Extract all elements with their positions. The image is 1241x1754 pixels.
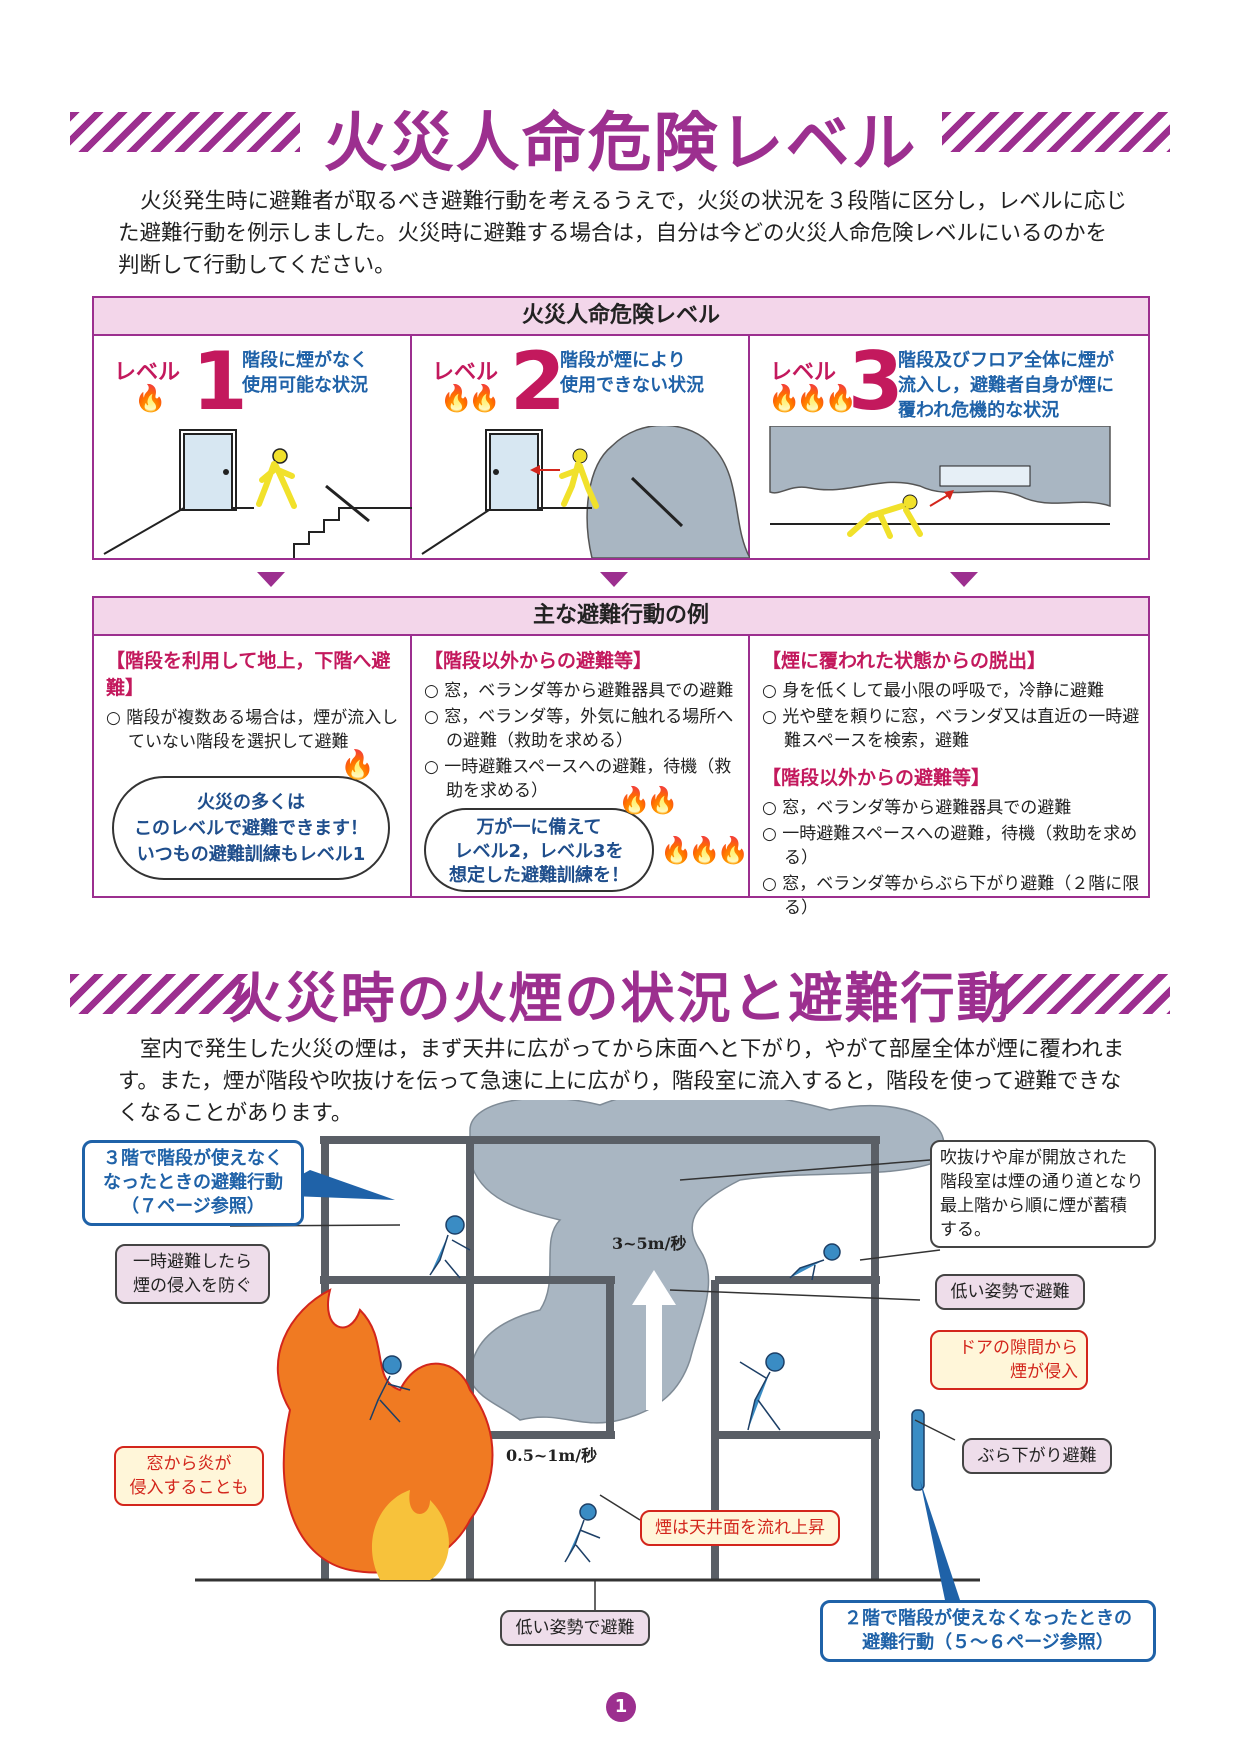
level-2-illustration bbox=[421, 426, 750, 558]
section1-intro: 火災発生時に避難者が取るべき避難行動を考えるうえで，火災の状況を３段階に区分し，… bbox=[118, 189, 1127, 278]
actions-panel-title: 主な避難行動の例 bbox=[94, 598, 1148, 636]
action-item: ○ 光や壁を頼りに窓，ベランダ又は直近の一時避難スペースを検索，避難 bbox=[762, 707, 1140, 751]
action-item: ○ 一時避難スペースへの避難，待機（救助を求める） bbox=[424, 757, 732, 801]
actions-level-3: 【煙に覆われた状態からの脱出】 ○ 身を低くして最小限の呼吸で，冷静に避難 ○ … bbox=[750, 636, 1148, 918]
flame-icon: 🔥🔥🔥 bbox=[660, 836, 749, 866]
section1-header: 火災人命危険レベル bbox=[0, 88, 1241, 181]
section2-header: 火災時の火煙の状況と避難行動 bbox=[0, 950, 1241, 1040]
callout-floor2: ２階で階段が使えなくなったときの 避難行動（５～６ページ参照） bbox=[820, 1600, 1156, 1662]
header-stripes-right bbox=[942, 112, 1170, 152]
callout-stairwell: 吹抜けや扉が開放された 階段室は煙の通り道となり 最上階から順に煙が蓄積 する。 bbox=[930, 1140, 1156, 1248]
level-panel: 火災人命危険レベル レベル 1 🔥 階段に煙がなく 使用可能な状況 bbox=[92, 296, 1150, 560]
action-item: ○ 窓，ベランダ等から避難器具での避難 bbox=[424, 681, 734, 701]
callout-door-gap: ドアの隙間から 煙が侵入 bbox=[930, 1330, 1088, 1390]
header-stripes-left bbox=[70, 112, 300, 152]
action-item: ○ 窓，ベランダ等，外気に触れる場所への避難（救助を求める） bbox=[424, 707, 734, 751]
flame-icon: 🔥🔥 bbox=[440, 384, 501, 414]
down-arrow bbox=[950, 572, 978, 587]
level-3-desc: 階段及びフロア全体に煙が 流入し，避難者自身が煙に 覆われ危機的な状況 bbox=[898, 350, 1114, 421]
speed-vertical-label: 3~5m/秒 bbox=[612, 1234, 687, 1253]
actions-panel: 主な避難行動の例 【階段を利用して地上，下階へ避難】 ○ 階段が複数ある場合は，… bbox=[92, 596, 1150, 918]
speech-bubble-level23: 万が一に備えて レベル2，レベル3を 想定した避難訓練を！ bbox=[424, 808, 654, 892]
action-heading: 【階段を利用して地上，下階へ避難】 bbox=[106, 650, 391, 699]
level-3-column: レベル 3 🔥🔥🔥 階段及びフロア全体に煙が 流入し，避難者自身が煙に 覆われ危… bbox=[750, 336, 1148, 558]
header-stripes-right bbox=[990, 974, 1170, 1014]
level-2-desc: 階段が煙により 使用できない状況 bbox=[560, 350, 704, 396]
level-1-desc: 階段に煙がなく 使用可能な状況 bbox=[242, 350, 368, 396]
speech-bubble-level1: 火災の多くは このレベルで避難できます！ いつもの避難訓練もレベル1 bbox=[112, 776, 390, 880]
action-item: ○ 一時避難スペースへの避難，待機（救助を求める） bbox=[762, 824, 1138, 868]
level-3-illustration bbox=[769, 426, 1111, 539]
down-arrow bbox=[600, 572, 628, 587]
action-heading: 【煙に覆われた状態からの脱出】 bbox=[762, 650, 1047, 672]
down-arrow bbox=[257, 572, 285, 587]
flame-icon: 🔥🔥🔥 bbox=[768, 384, 857, 414]
action-heading: 【階段以外からの避難等】 bbox=[424, 650, 653, 672]
callout-low-posture-top: 低い姿勢で避難 bbox=[935, 1274, 1085, 1310]
action-item: ○ 身を低くして最小限の呼吸で，冷静に避難 bbox=[762, 681, 1105, 701]
callout-hang-escape: ぶら下がり避難 bbox=[962, 1438, 1112, 1474]
callout-low-posture-bottom: 低い姿勢で避難 bbox=[500, 1610, 650, 1646]
level-2-column: レベル 2 🔥🔥 階段が煙により 使用できない状況 bbox=[412, 336, 750, 558]
callout-floor3: ３階で階段が使えなく なったときの避難行動 （７ページ参照） bbox=[82, 1140, 304, 1226]
callout-window-flame: 窓から炎が 侵入することも bbox=[114, 1446, 264, 1506]
level-1-column: レベル 1 🔥 階段に煙がなく 使用可能な状況 bbox=[94, 336, 412, 558]
action-item: ○ 窓，ベランダ等から避難器具での避難 bbox=[762, 798, 1072, 818]
section2-title: 火災時の火煙の状況と避難行動 bbox=[228, 967, 1013, 1030]
actions-level-2: 【階段以外からの避難等】 ○ 窓，ベランダ等から避難器具での避難 ○ 窓，ベラン… bbox=[412, 636, 750, 896]
action-item: ○ 窓，ベランダ等からぶら下がり避難（２階に限る） bbox=[762, 874, 1140, 918]
callout-temp-refuge: 一時避難したら 煙の侵入を防ぐ bbox=[115, 1244, 270, 1304]
actions-level-1: 【階段を利用して地上，下階へ避難】 ○ 階段が複数ある場合は，煙が流入していない… bbox=[94, 636, 412, 896]
speed-horizontal-label: 0.5~1m/秒 bbox=[506, 1446, 598, 1465]
flame-icon: 🔥 bbox=[134, 384, 166, 414]
section2-intro: 室内で発生した火災の煙は，まず天井に広がってから床面へと下がり，やがて部屋全体が… bbox=[118, 1037, 1125, 1126]
action-heading: 【階段以外からの避難等】 bbox=[762, 767, 991, 789]
flame-icon: 🔥🔥 bbox=[618, 786, 679, 816]
flame-icon: 🔥 bbox=[340, 748, 375, 781]
section1-title: 火災人命危険レベル bbox=[323, 107, 918, 181]
callout-ceiling-flow: 煙は天井面を流れ上昇 bbox=[640, 1510, 840, 1546]
header-stripes-left bbox=[70, 974, 250, 1014]
building-smoke-illustration bbox=[195, 1100, 980, 1620]
action-item: ○ 階段が複数ある場合は，煙が流入していない階段を選択して避難 bbox=[106, 708, 399, 752]
level-panel-title: 火災人命危険レベル bbox=[94, 298, 1148, 336]
level-1-illustration bbox=[103, 429, 412, 558]
page-number: 1 bbox=[606, 1692, 636, 1722]
